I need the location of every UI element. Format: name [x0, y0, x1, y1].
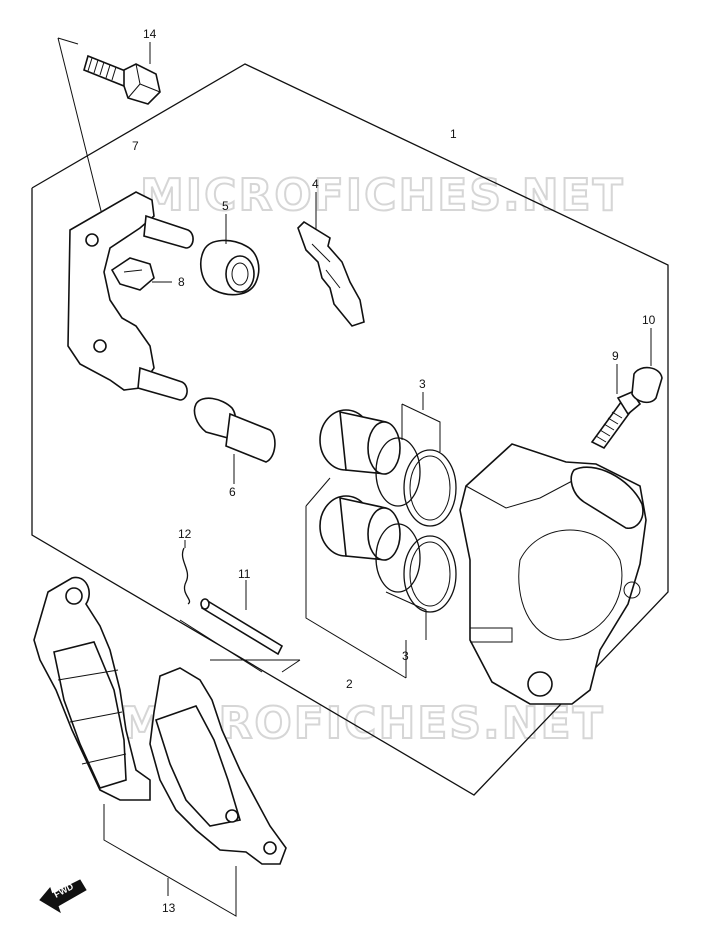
pin-6 — [193, 397, 276, 463]
clip-8 — [110, 257, 155, 291]
bolt-14 — [83, 54, 161, 105]
bleeder-9 — [590, 391, 642, 450]
caliper-body — [459, 443, 647, 705]
callout-4: 4 — [312, 177, 319, 191]
assembly-outline — [31, 63, 669, 796]
pistons-2 — [319, 409, 401, 561]
brake-pad-rear — [149, 667, 287, 865]
brake-pad-front — [33, 576, 151, 801]
callout-5: 5 — [222, 199, 229, 213]
callout-3-bottom: 3 — [402, 649, 409, 663]
callout-6: 6 — [229, 485, 236, 499]
watermark-top: MICROFICHES.NET — [140, 170, 625, 221]
callout-11: 11 — [238, 567, 251, 581]
callout-9: 9 — [612, 349, 619, 363]
clip-12 — [181, 547, 191, 605]
callout-1: 1 — [450, 127, 457, 141]
callout-3-top: 3 — [419, 377, 426, 391]
callout-12: 12 — [178, 527, 192, 541]
pad-spring-4 — [297, 220, 365, 327]
fwd-arrow-icon: FWD — [39, 879, 87, 914]
seals-3 — [375, 437, 457, 613]
callout-7: 7 — [132, 139, 139, 153]
callout-2: 2 — [346, 677, 353, 691]
pin-11 — [200, 598, 284, 656]
bracket-7 — [67, 191, 194, 401]
callout-13: 13 — [162, 901, 176, 915]
callout-10: 10 — [642, 313, 656, 327]
callout-8: 8 — [178, 275, 185, 289]
callout-14: 14 — [143, 27, 157, 41]
cap-10 — [631, 366, 663, 404]
boot-5 — [200, 239, 260, 296]
